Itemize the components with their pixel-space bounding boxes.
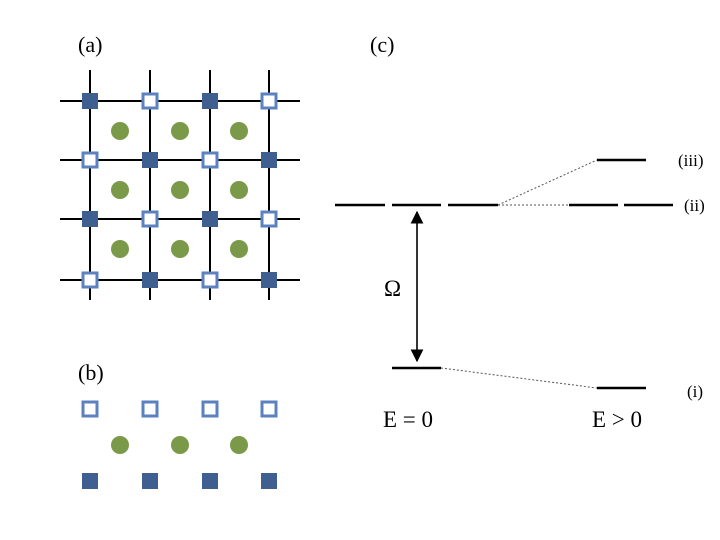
circle-site bbox=[230, 240, 248, 258]
field-zero-label: E = 0 bbox=[383, 407, 433, 432]
omega-label: Ω bbox=[384, 276, 401, 301]
filled-square-site bbox=[202, 473, 218, 489]
panel-label-c: (c) bbox=[370, 32, 394, 57]
filled-square-site bbox=[202, 211, 218, 227]
circle-site bbox=[111, 122, 129, 140]
filled-square-site bbox=[82, 473, 98, 489]
open-square-site bbox=[81, 271, 99, 289]
open-square-site bbox=[141, 400, 159, 418]
level-i-label: (i) bbox=[687, 382, 703, 401]
filled-square-site bbox=[142, 272, 158, 288]
circle-site bbox=[111, 181, 129, 199]
circle-site bbox=[230, 181, 248, 199]
level-iii-label: (iii) bbox=[678, 151, 704, 170]
filled-square-site bbox=[261, 272, 277, 288]
filled-square-site bbox=[142, 152, 158, 168]
open-square-site bbox=[260, 400, 278, 418]
connector-to-iii bbox=[497, 159, 598, 206]
open-square-site bbox=[201, 151, 219, 169]
open-square-site bbox=[81, 400, 99, 418]
filled-square-site bbox=[142, 473, 158, 489]
lattice-sites bbox=[81, 92, 278, 289]
open-square-site bbox=[81, 151, 99, 169]
circle-site bbox=[171, 240, 189, 258]
connectors bbox=[440, 159, 598, 389]
filled-square-site bbox=[202, 93, 218, 109]
filled-square-site bbox=[261, 152, 277, 168]
open-square-site bbox=[260, 210, 278, 228]
circle-site bbox=[230, 122, 248, 140]
open-square-site bbox=[141, 92, 159, 110]
open-square-site bbox=[260, 92, 278, 110]
circle-site bbox=[230, 436, 248, 454]
circle-site bbox=[111, 436, 129, 454]
filled-square-site bbox=[82, 93, 98, 109]
circle-site bbox=[171, 436, 189, 454]
energy-levels bbox=[335, 158, 673, 390]
connector-to-i bbox=[440, 367, 598, 389]
panel-label-a: (a) bbox=[78, 32, 102, 57]
panel-label-b: (b) bbox=[78, 360, 104, 385]
field-nonzero-label: E > 0 bbox=[592, 407, 642, 432]
open-square-site bbox=[141, 210, 159, 228]
circle-site bbox=[111, 240, 129, 258]
open-square-site bbox=[201, 400, 219, 418]
circle-site bbox=[171, 181, 189, 199]
level-ii-label: (ii) bbox=[684, 196, 705, 215]
open-square-site bbox=[201, 271, 219, 289]
row-sites bbox=[81, 400, 278, 489]
circle-site bbox=[171, 122, 189, 140]
filled-square-site bbox=[261, 473, 277, 489]
filled-square-site bbox=[82, 211, 98, 227]
